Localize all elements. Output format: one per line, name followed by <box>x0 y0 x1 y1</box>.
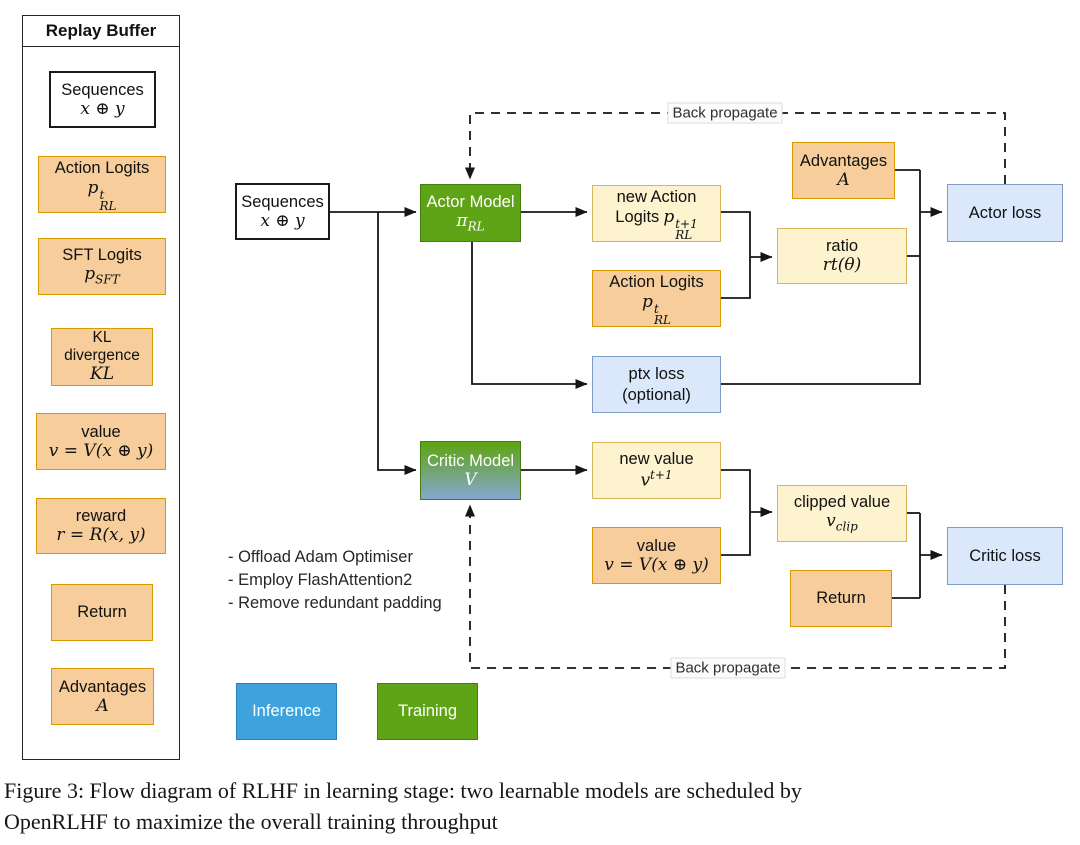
label: Actor loss <box>968 203 1042 222</box>
node-value: value v = V(x ⊕ y) <box>592 527 721 584</box>
join-logits <box>721 211 751 299</box>
math: rt(θ) <box>822 255 862 276</box>
legend-training: Training <box>377 683 478 740</box>
math: x ⊕ y <box>260 210 305 231</box>
note-line: - Offload Adam Optimiser <box>228 548 413 566</box>
label: value <box>636 536 677 555</box>
buffer-item-reward: reward r = R(x, y) <box>36 498 166 554</box>
math: KL <box>90 364 114 385</box>
math: v = V(x ⊕ y) <box>48 440 154 461</box>
label: (optional) <box>622 385 691 404</box>
caption-line: Figure 3: Flow diagram of RLHF in learni… <box>4 778 802 803</box>
label: new Action <box>616 187 697 206</box>
math: A <box>837 169 850 190</box>
label: Sequences <box>241 192 324 211</box>
collector-actor <box>721 170 921 385</box>
back-propagate-label-top: Back propagate <box>667 102 783 124</box>
label: Return <box>77 603 127 622</box>
replay-buffer-title: Replay Buffer <box>23 16 179 47</box>
label: Critic Model <box>426 451 515 470</box>
buffer-item-value: value v = V(x ⊕ y) <box>36 413 166 470</box>
label: Action Logits <box>609 273 704 292</box>
caption-line: OpenRLHF to maximize the overall trainin… <box>4 809 498 834</box>
node-ratio: ratio rt(θ) <box>777 228 907 284</box>
node-critic-loss: Critic loss <box>947 527 1063 585</box>
replay-buffer-panel: Replay Buffer Sequences x ⊕ y Action Log… <box>22 15 180 760</box>
buffer-item-kl-divergence: KL divergence KL <box>51 328 153 386</box>
math: πRL <box>456 210 485 234</box>
node-return: Return <box>790 570 892 627</box>
arrow-actor-to-ptx-loss <box>471 242 588 389</box>
node-actor-loss: Actor loss <box>947 184 1063 242</box>
label: divergence <box>64 347 140 365</box>
buffer-item-sequences: Sequences x ⊕ y <box>49 71 156 128</box>
note-line: - Employ FlashAttention2 <box>228 571 413 589</box>
label: reward <box>75 507 127 526</box>
label: Advantages <box>799 151 888 170</box>
back-propagate-label-bottom: Back propagate <box>670 657 786 679</box>
math: V <box>464 469 477 490</box>
math: r = R(x, y) <box>56 525 146 546</box>
label: Sequences <box>61 80 144 99</box>
label: Inference <box>252 702 321 721</box>
label: clipped value <box>793 493 891 512</box>
node-advantages: Advantages A <box>792 142 895 199</box>
label: Action Logits <box>54 159 150 178</box>
node-ptx-loss: ptx loss (optional) <box>592 356 721 413</box>
label: value <box>81 422 121 441</box>
math: A <box>96 695 109 716</box>
label: ptx loss <box>628 365 685 384</box>
label: new value <box>619 450 694 469</box>
node-clipped-value: clipped value vclip <box>777 485 907 542</box>
node-critic-model: Critic Model V <box>420 441 521 500</box>
optimisation-notes: - Offload Adam Optimiser - Employ FlashA… <box>228 546 442 615</box>
label: KL <box>92 329 112 347</box>
arrow-sequences-to-critic <box>377 212 417 475</box>
math: pSFT <box>84 264 120 287</box>
label: Training <box>398 702 457 721</box>
node-sequences: Sequences x ⊕ y <box>235 183 330 240</box>
buffer-item-advantages: Advantages A <box>51 668 154 725</box>
dashed-backprop-critic <box>465 504 1006 669</box>
node-actor-model: Actor Model πRL <box>420 184 521 242</box>
figure-caption: Figure 3: Flow diagram of RLHF in learni… <box>4 775 1078 837</box>
math: x ⊕ y <box>80 98 125 119</box>
math: vclip <box>826 511 858 534</box>
math: vt+1 <box>640 468 673 492</box>
label: Return <box>816 589 866 608</box>
buffer-item-return: Return <box>51 584 153 641</box>
math: v = V(x ⊕ y) <box>604 554 709 575</box>
label: Critic loss <box>969 546 1041 565</box>
legend-inference: Inference <box>236 683 337 740</box>
note-line: - Remove redundant padding <box>228 594 442 612</box>
label: ratio <box>825 237 859 256</box>
label: Actor Model <box>426 192 515 211</box>
buffer-item-sft-logits: SFT Logits pSFT <box>38 238 166 295</box>
join-values <box>721 469 751 556</box>
label: Advantages <box>58 677 147 696</box>
node-new-value: new value vt+1 <box>592 442 721 499</box>
label: SFT Logits <box>62 246 142 265</box>
dashed-backprop-actor <box>465 112 1006 184</box>
